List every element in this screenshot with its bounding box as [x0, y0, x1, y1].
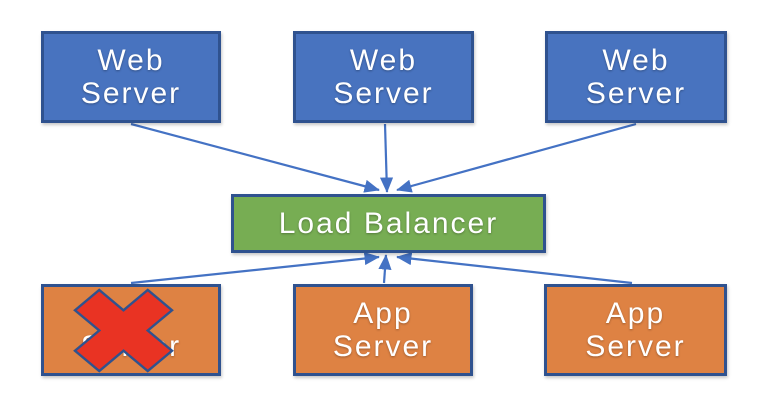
node-app-server-3: App Server	[544, 284, 727, 376]
node-label-line: Server	[333, 77, 434, 110]
node-label-line: Server	[585, 330, 686, 363]
node-label: Web Server	[333, 44, 433, 110]
node-label-line: Web	[97, 44, 165, 77]
node-label-line: Server	[332, 330, 434, 363]
node-web-server-3: Web Server	[545, 31, 727, 123]
node-load-balancer: Load Balancer	[231, 194, 546, 253]
node-label: Web Server	[586, 44, 686, 110]
failure-x-icon	[73, 288, 174, 373]
arrow-web-server-3-to-load-balancer	[396, 122, 637, 193]
node-label: Web Server	[81, 44, 181, 110]
node-app-server-2: App Server	[293, 284, 473, 376]
arrow-web-server-1-to-load-balancer	[130, 122, 380, 193]
node-label-line: Server	[80, 77, 182, 110]
arrow-web-server-2-to-load-balancer	[379, 123, 394, 193]
node-web-server-2: Web Server	[293, 31, 474, 123]
node-label: Load Balancer	[279, 207, 498, 240]
node-app-server-1-failed: App Server	[41, 284, 221, 376]
node-web-server-1: Web Server	[41, 31, 221, 123]
arrow-app-server-2-to-load-balancer	[378, 254, 392, 284]
node-label-line: App	[353, 297, 413, 330]
node-label-line: Web	[602, 44, 670, 77]
node-label-line: Load Balancer	[278, 207, 499, 240]
arrow-app-server-3-to-load-balancer	[396, 252, 633, 285]
node-label: App Server	[585, 297, 685, 363]
node-label-line: Server	[585, 77, 687, 110]
node-label: App Server	[333, 297, 433, 363]
arrow-app-server-1-to-load-balancer	[130, 251, 380, 285]
node-label-line: App	[605, 297, 666, 330]
node-label-line: Web	[349, 44, 418, 77]
